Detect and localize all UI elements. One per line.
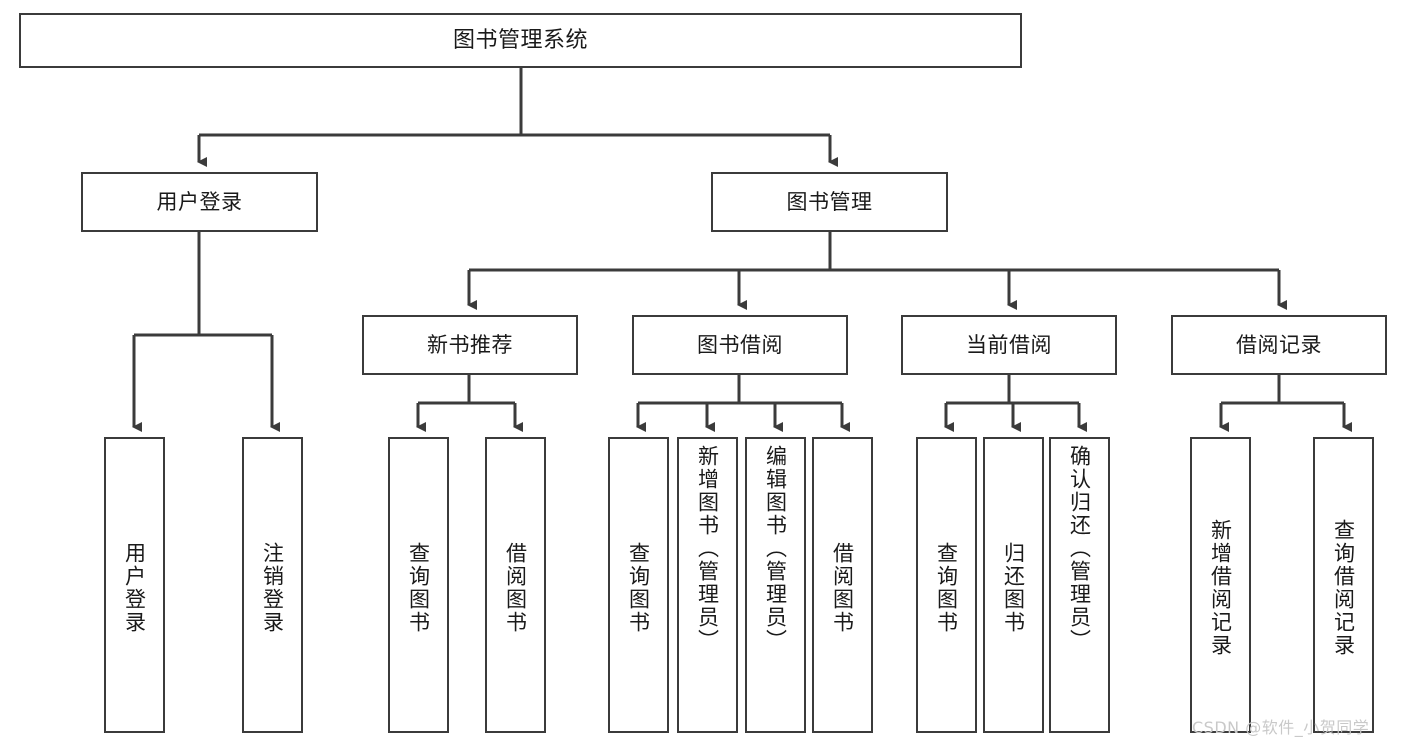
node-new-book-recommend[interactable]: 新书推荐	[362, 315, 578, 375]
node-label: 查询图书	[934, 542, 959, 634]
node-borrow-record[interactable]: 借阅记录	[1171, 315, 1387, 375]
node-label: 归还图书	[1001, 542, 1026, 634]
node-book-borrow[interactable]: 图书借阅	[632, 315, 848, 375]
node-root-system[interactable]: 图书管理系统	[19, 13, 1022, 68]
node-label: 当前借阅	[966, 332, 1052, 357]
node-label: 查询图书	[626, 542, 651, 634]
node-label: 借阅记录	[1236, 332, 1322, 357]
node-label: 新增图书（管理员）	[695, 445, 720, 652]
node-label: 编辑图书（管理员）	[763, 445, 788, 652]
leaf-user-login-logout[interactable]: 注销登录	[242, 437, 303, 733]
leaf-record-query-record[interactable]: 查询借阅记录	[1313, 437, 1374, 733]
leaf-new-book-borrow[interactable]: 借阅图书	[485, 437, 546, 733]
node-label: 注销登录	[260, 542, 285, 634]
node-label: 查询借阅记录	[1331, 519, 1356, 657]
leaf-current-query-book[interactable]: 查询图书	[916, 437, 977, 733]
leaf-current-return-book[interactable]: 归还图书	[983, 437, 1044, 733]
node-label: 新书推荐	[427, 332, 513, 357]
leaf-borrow-add-book-admin[interactable]: 新增图书（管理员）	[677, 437, 738, 733]
node-label: 借阅图书	[830, 542, 855, 634]
leaf-current-confirm-return-admin[interactable]: 确认归还（管理员）	[1049, 437, 1110, 733]
leaf-borrow-edit-book-admin[interactable]: 编辑图书（管理员）	[745, 437, 806, 733]
leaf-new-book-query[interactable]: 查询图书	[388, 437, 449, 733]
csdn-watermark: CSDN @软件_小贺同学	[1192, 718, 1370, 737]
node-label: 新增借阅记录	[1208, 519, 1233, 657]
node-label: 用户登录	[156, 189, 243, 214]
leaf-borrow-query-book[interactable]: 查询图书	[608, 437, 669, 733]
node-label: 确认归还（管理员）	[1067, 445, 1092, 652]
node-label: 查询图书	[406, 542, 431, 634]
node-book-management[interactable]: 图书管理	[711, 172, 948, 232]
leaf-borrow-borrow-book[interactable]: 借阅图书	[812, 437, 873, 733]
node-current-borrow[interactable]: 当前借阅	[901, 315, 1117, 375]
node-label: 借阅图书	[503, 542, 528, 634]
leaf-user-login-login[interactable]: 用户登录	[104, 437, 165, 733]
node-label: 图书借阅	[697, 332, 783, 357]
node-label: 图书管理系统	[452, 27, 588, 53]
node-label: 图书管理	[786, 189, 873, 214]
node-user-login[interactable]: 用户登录	[81, 172, 318, 232]
node-label: 用户登录	[122, 542, 147, 634]
leaf-record-add-record[interactable]: 新增借阅记录	[1190, 437, 1251, 733]
